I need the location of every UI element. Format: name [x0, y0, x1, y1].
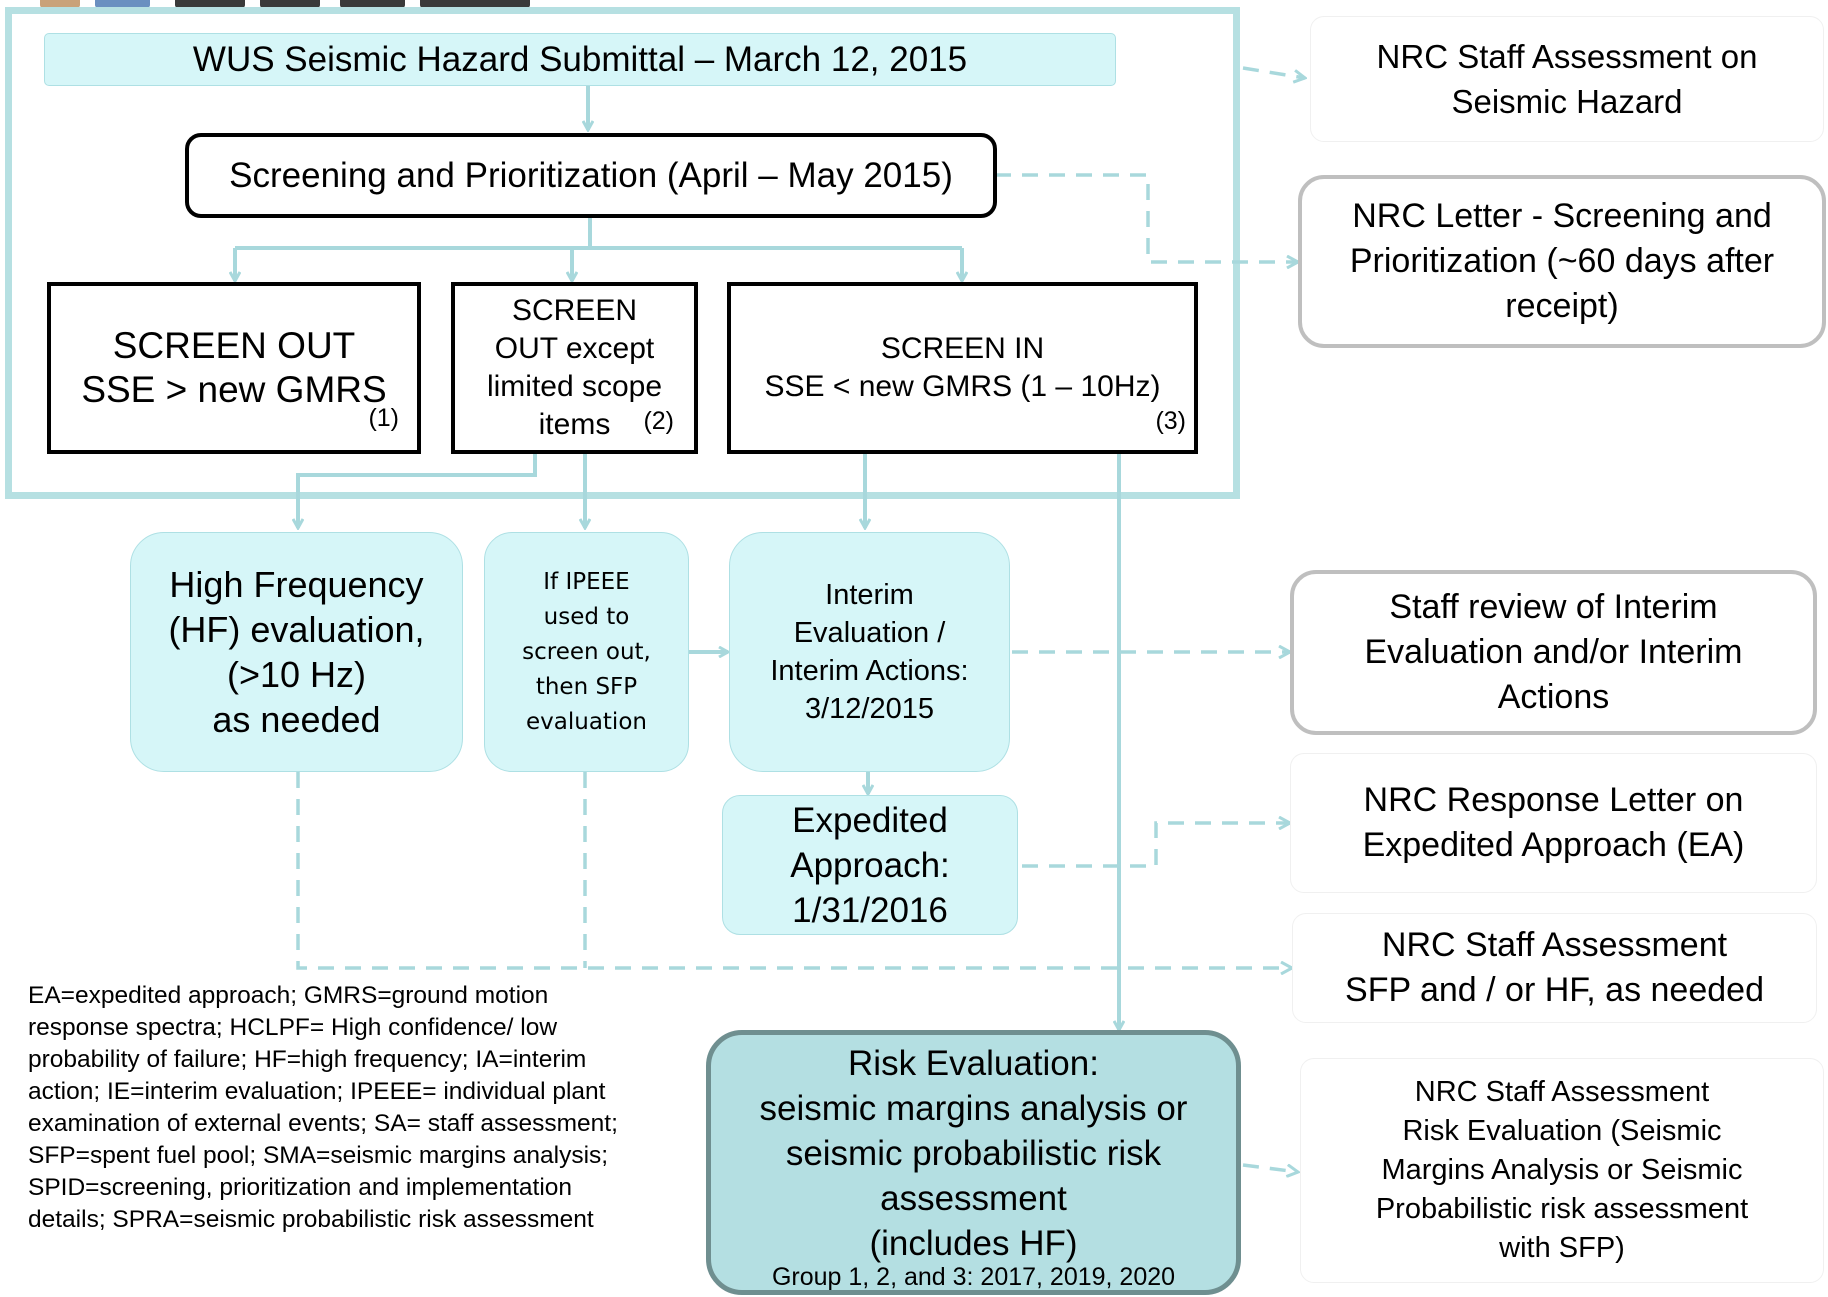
hf-evaluation-text: High Frequency (HF) evaluation, (>10 Hz)… [168, 564, 425, 740]
screen-in-text: SCREEN IN SSE < new GMRS (1 – 10Hz) [764, 332, 1161, 403]
nrc-hazard-assessment-box: NRC Staff Assessment on Seismic Hazard [1310, 16, 1824, 142]
submittal-title: WUS Seismic Hazard Submittal – March 12,… [44, 33, 1116, 86]
screen-out-number: (1) [368, 404, 399, 432]
screen-out-except-text: SCREEN OUT except limited scope items [486, 294, 663, 441]
screen-out-text: SCREEN OUT SSE > new GMRS [81, 325, 387, 410]
expedited-approach-box: Expedited Approach: 1/31/2016 [722, 795, 1018, 935]
staff-interim-review-text: Staff review of Interim Evaluation and/o… [1364, 588, 1743, 716]
nrc-screening-letter-box: NRC Letter - Screening and Prioritizatio… [1298, 175, 1826, 348]
screening-group-frame [5, 7, 1240, 499]
nrc-hazard-assessment-text: NRC Staff Assessment on Seismic Hazard [1376, 38, 1758, 120]
dashed-hf-ipeee-to-sfp [296, 772, 1292, 968]
screening-box: Screening and Prioritization (April – Ma… [185, 133, 997, 218]
dashed-title-to-hazard [1242, 66, 1305, 78]
nrc-risk-assessment-box: NRC Staff Assessment Risk Evaluation (Se… [1300, 1058, 1824, 1283]
hf-evaluation-box: High Frequency (HF) evaluation, (>10 Hz)… [130, 532, 463, 772]
nrc-screening-letter-text: NRC Letter - Screening and Prioritizatio… [1349, 197, 1775, 325]
nrc-ea-response-box: NRC Response Letter on Expedited Approac… [1290, 753, 1817, 893]
arrow-to-hf-eval [298, 454, 537, 528]
screen-out-except-number: (2) [643, 407, 674, 435]
nrc-risk-assessment-text: NRC Staff Assessment Risk Evaluation (Se… [1375, 1076, 1749, 1264]
nrc-ea-response-text: NRC Response Letter on Expedited Approac… [1362, 781, 1745, 864]
risk-evaluation-text: Risk Evaluation: seismic margins analysi… [759, 1044, 1188, 1263]
risk-evaluation-groups: Group 1, 2, and 3: 2017, 2019, 2020 [771, 1263, 1176, 1291]
screening-text: Screening and Prioritization (April – Ma… [229, 155, 953, 195]
nrc-sfp-hf-assessment-text: NRC Staff Assessment SFP and / or HF, as… [1345, 926, 1764, 1009]
logo-fragment [0, 0, 560, 10]
ipeee-box: If IPEEE used to screen out, then SFP ev… [484, 532, 689, 772]
nrc-sfp-hf-assessment-box: NRC Staff Assessment SFP and / or HF, as… [1292, 913, 1817, 1023]
dashed-expedited-to-ea [1022, 823, 1290, 868]
interim-evaluation-text: Interim Evaluation / Interim Actions: 3/… [770, 579, 969, 725]
staff-interim-review-box: Staff review of Interim Evaluation and/o… [1290, 570, 1817, 735]
expedited-approach-text: Expedited Approach: 1/31/2016 [790, 800, 950, 930]
screen-in-box: SCREEN IN SSE < new GMRS (1 – 10Hz) (3) [727, 282, 1198, 454]
screen-out-except-box: SCREEN OUT except limited scope items (2… [451, 282, 698, 454]
ipeee-text: If IPEEE used to screen out, then SFP ev… [522, 568, 651, 735]
submittal-title-text: WUS Seismic Hazard Submittal – March 12,… [192, 39, 968, 79]
risk-evaluation-box: Risk Evaluation: seismic margins analysi… [706, 1030, 1241, 1295]
dashed-risk-to-assess [1242, 1163, 1298, 1172]
interim-evaluation-box: Interim Evaluation / Interim Actions: 3/… [729, 532, 1010, 772]
screen-out-box: SCREEN OUT SSE > new GMRS (1) [47, 282, 421, 454]
abbreviations-legend: EA=expedited approach; GMRS=ground motio… [28, 982, 618, 1233]
screen-in-number: (3) [1155, 407, 1186, 435]
dashed-screening-to-letter [995, 173, 1298, 262]
